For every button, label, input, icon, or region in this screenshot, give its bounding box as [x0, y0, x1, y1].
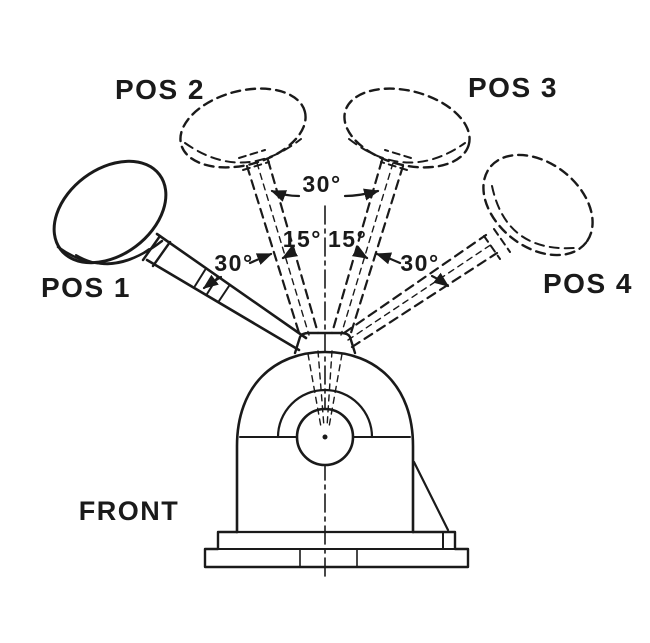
pos2-knob: [179, 87, 307, 169]
pos4-shaft-edge: [350, 251, 499, 349]
pos3-lever: [330, 87, 471, 338]
pos1-knob: [52, 159, 168, 265]
angle-label-pos1-pos2: 30°: [214, 250, 253, 276]
angle-label-pos2-pos3: 30°: [302, 171, 341, 197]
mounting-base: [203, 460, 470, 569]
pos4-collar: [483, 235, 501, 260]
angle-dimension-pos3-pos4: 30°: [375, 250, 450, 288]
angle-label-pos3-pos4: 30°: [400, 250, 439, 276]
pos1-shaft-hatch: [194, 269, 206, 287]
pos2-lever: [179, 87, 320, 338]
angle-arc: [343, 188, 380, 201]
pos1-shaft-edge: [145, 258, 301, 352]
pos1-shaft-hatch: [218, 285, 230, 302]
pivot-center-dot: [322, 434, 328, 440]
angle-arc: [281, 245, 299, 260]
pos2-collar: [242, 161, 270, 171]
pos1-shaft-edge: [155, 232, 308, 340]
pos3-shaft-edge: [348, 164, 405, 338]
pos1-knob-skirt-inner: [75, 248, 150, 266]
pos3-collar: [384, 149, 412, 159]
pos4-knob: [482, 153, 594, 257]
internal-axis-line: [328, 353, 343, 428]
pos2-shaft-edge: [245, 164, 302, 338]
angle-label-center-left: 15°: [283, 226, 322, 252]
pos3-knob: [343, 87, 471, 169]
angle-arc: [375, 252, 402, 265]
angle-arc: [248, 252, 273, 265]
front-label: FRONT: [79, 496, 179, 526]
pos4-knob-skirt: [491, 185, 575, 250]
pivot-boss-arc: [276, 388, 374, 439]
angle-dimension-pos2-pos3: 30°: [270, 171, 380, 202]
pos4-shaft-edge: [342, 233, 488, 335]
housing-dome-outline: [235, 350, 415, 534]
angle-dimension-center-15s: 15° 15°: [281, 226, 369, 260]
pos4-lever: [342, 153, 594, 349]
angle-arc: [351, 245, 369, 260]
internal-axis-line: [317, 350, 325, 428]
angle-arc: [430, 272, 450, 288]
pos3-knob-skirt: [348, 138, 466, 164]
pos4-label: POS 4: [543, 268, 633, 299]
pos4-collar: [493, 228, 511, 253]
pos1-collar: [151, 240, 172, 268]
angle-dimension-pos1-pos2: 30°: [202, 250, 273, 290]
pos2-collar: [238, 149, 266, 159]
angle-label-center-right: 15°: [328, 226, 367, 252]
internal-axis-line: [326, 350, 333, 428]
pos1-label: POS 1: [41, 272, 131, 303]
gusset-brace-line: [412, 460, 450, 532]
pos2-label: POS 2: [115, 74, 205, 105]
housing: [235, 331, 415, 534]
angle-arc: [270, 189, 301, 202]
pos3-label: POS 3: [468, 72, 558, 103]
angle-arc: [202, 274, 223, 290]
pos1-lever: [52, 159, 308, 352]
pos3-collar: [380, 161, 408, 171]
internal-axis-line: [307, 353, 322, 428]
base-flange-outline: [203, 530, 470, 569]
pos2-knob-skirt: [184, 138, 302, 164]
pos4-shaft-axis: [347, 243, 493, 341]
